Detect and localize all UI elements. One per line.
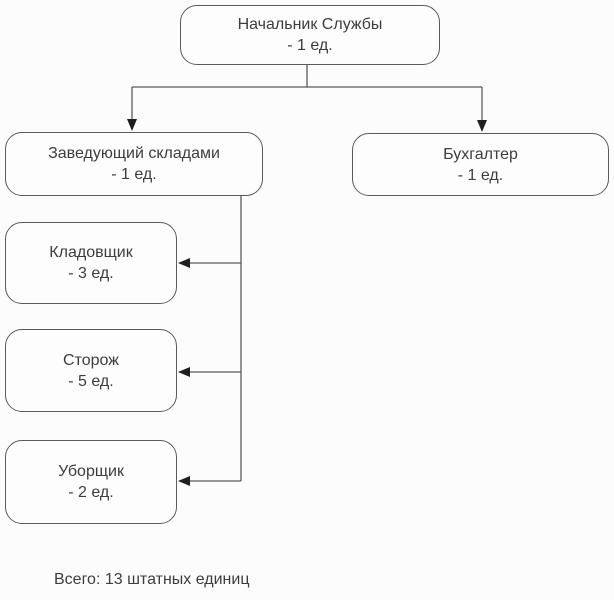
arrowhead-storekeeper	[178, 258, 190, 268]
node-title: Уборщик	[58, 463, 124, 480]
node-title: Кладовщик	[49, 244, 133, 261]
node-title: Начальник Службы	[237, 16, 383, 33]
node-title: Заведующий складами	[48, 145, 220, 162]
node-count: - 3 ед.	[68, 265, 114, 282]
node-cleaner: Уборщик - 2 ед.	[5, 440, 177, 524]
arrowhead-cleaner	[178, 476, 190, 486]
node-count: - 5 ед.	[68, 372, 114, 390]
node-count: - 1 ед.	[111, 166, 157, 183]
node-count: - 2 ед.	[68, 484, 114, 501]
node-accountant: Бухгалтер - 1 ед.	[352, 133, 609, 196]
node-head-of-service: Начальник Службы - 1 ед.	[180, 5, 440, 65]
node-count: - 1 ед.	[287, 37, 333, 54]
arrowhead-watchman	[178, 367, 190, 377]
node-warehouse-manager: Заведующий складами - 1 ед.	[5, 132, 263, 196]
node-title: Бухгалтер	[443, 145, 518, 163]
node-title: Сторож	[63, 351, 119, 369]
node-count: - 1 ед.	[457, 166, 504, 184]
arrowhead-accountant	[477, 120, 487, 132]
node-storekeeper: Кладовщик - 3 ед.	[5, 222, 177, 304]
arrowhead-manager	[127, 119, 137, 131]
node-watchman: Сторож - 5 ед.	[5, 329, 177, 412]
total-staff-note: Всего: 13 штатных единиц	[54, 571, 250, 588]
